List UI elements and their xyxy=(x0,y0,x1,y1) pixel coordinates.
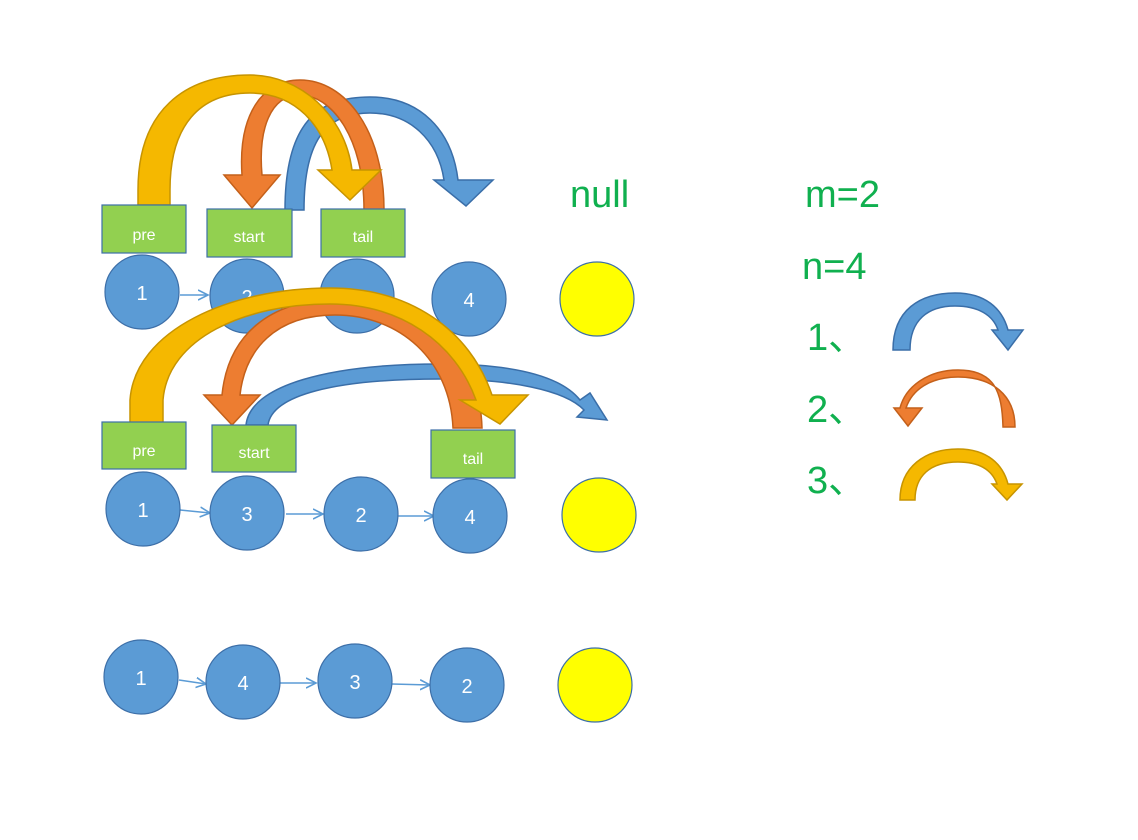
row3-links xyxy=(178,680,430,685)
row3-node-3: 3 xyxy=(317,643,393,719)
row2-node-1: 1 xyxy=(105,471,181,547)
row2-blue-arrow xyxy=(245,363,609,426)
node-value: 3 xyxy=(241,504,252,526)
row1-arrows xyxy=(137,74,495,211)
legend-number: 3、 xyxy=(807,460,866,502)
legend-number: 1、 xyxy=(807,317,866,359)
row2-node-2: 3 xyxy=(209,475,285,551)
pointer-label: tail xyxy=(463,451,483,468)
legend-item-2: 2、 xyxy=(807,369,1016,431)
node-value: 1 xyxy=(137,500,148,522)
pointer-label: pre xyxy=(132,227,155,244)
n-label: n=4 xyxy=(802,246,866,288)
legend-item-3: 3、 xyxy=(807,448,1024,502)
row2-null-node xyxy=(561,477,637,553)
node-value: 2 xyxy=(461,676,472,698)
node-value: 1 xyxy=(135,668,146,690)
legend-item-1: 1、 xyxy=(807,292,1025,359)
row1-pointer-start: start xyxy=(206,208,293,258)
row2-gold-arrow xyxy=(129,287,530,426)
row3-node-2: 4 xyxy=(205,644,281,720)
row1-node-1: 1 xyxy=(104,254,180,330)
pointer-label: pre xyxy=(132,443,155,460)
row2-pointer-pre: pre xyxy=(101,421,187,470)
node-value: 3 xyxy=(349,672,360,694)
node-value: 1 xyxy=(136,283,147,305)
node-value: 2 xyxy=(355,505,366,527)
legend-gold-arrow xyxy=(899,448,1024,502)
row2-pointer-start: start xyxy=(211,424,297,473)
legend-number: 2、 xyxy=(807,389,866,431)
row3-null-node xyxy=(557,647,633,723)
row1-null-node xyxy=(559,261,635,337)
legend-orange-arrow xyxy=(892,369,1016,428)
m-label: m=2 xyxy=(805,174,880,216)
pointer-label: tail xyxy=(353,229,373,246)
row1-pointer-pre: pre xyxy=(101,204,187,254)
row2-arrows xyxy=(129,287,609,429)
row1-node-4: 4 xyxy=(431,261,507,337)
row1-pointer-tail: tail xyxy=(320,208,406,258)
legend-blue-arrow xyxy=(892,292,1025,352)
row3-node-1: 1 xyxy=(103,639,179,715)
row2-pointer-tail: tail xyxy=(430,429,516,479)
null-label: null xyxy=(570,174,629,216)
node-value: 4 xyxy=(464,507,475,529)
node-value: 4 xyxy=(463,290,474,312)
pointer-label: start xyxy=(233,229,265,246)
row2-links xyxy=(179,510,434,516)
pointer-label: start xyxy=(238,445,270,462)
row1-orange-arrow xyxy=(222,79,385,211)
row3-node-4: 2 xyxy=(429,647,505,723)
row2-node-4: 4 xyxy=(432,478,508,554)
row1-gold-arrow xyxy=(137,74,383,206)
node-value: 4 xyxy=(237,673,248,695)
row2-node-3: 2 xyxy=(323,476,399,552)
